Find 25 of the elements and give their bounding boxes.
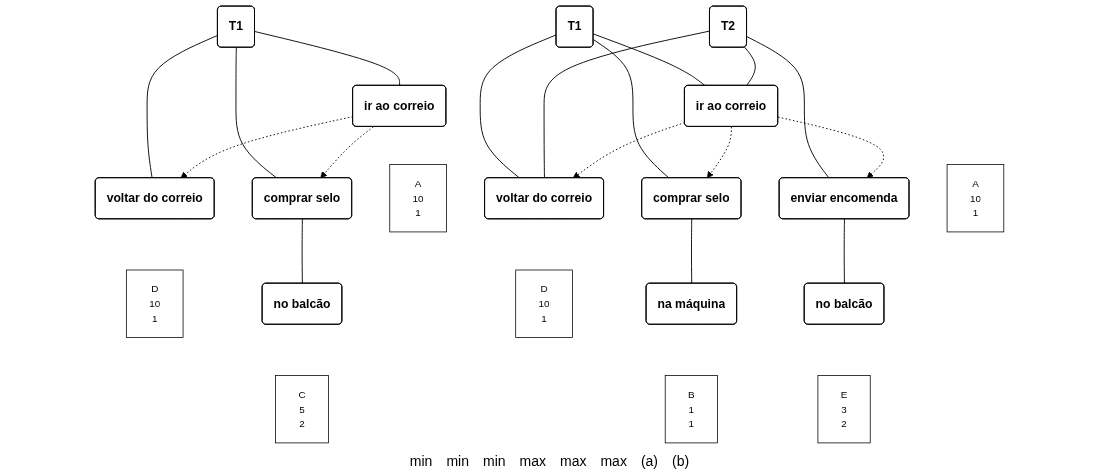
- note-text: (a): [640, 453, 658, 469]
- connector: [254, 31, 401, 87]
- note-text: max: [560, 453, 587, 469]
- node-box: E 3 2: [817, 375, 871, 444]
- note-text: min: [446, 453, 469, 469]
- connector: [746, 36, 830, 179]
- note-text: min: [482, 453, 506, 469]
- connector: [744, 46, 756, 87]
- connector: [593, 33, 706, 87]
- node-box: A 10 1: [389, 164, 447, 233]
- connector: [301, 218, 303, 284]
- connector: [235, 47, 278, 179]
- connector: [843, 218, 845, 284]
- node-box: D 10 1: [125, 269, 184, 338]
- connector: [146, 34, 219, 179]
- connector: [479, 34, 557, 179]
- note-text: max: [600, 453, 627, 469]
- node-box: B 1 1: [664, 375, 718, 444]
- node-box: A 10 1: [946, 164, 1005, 233]
- note-text: min: [409, 453, 433, 469]
- connector: [593, 39, 670, 179]
- connector: [691, 218, 693, 284]
- node-box: D 10 1: [515, 269, 573, 338]
- node-box: C 5 2: [275, 375, 329, 444]
- note-text: max: [519, 453, 546, 469]
